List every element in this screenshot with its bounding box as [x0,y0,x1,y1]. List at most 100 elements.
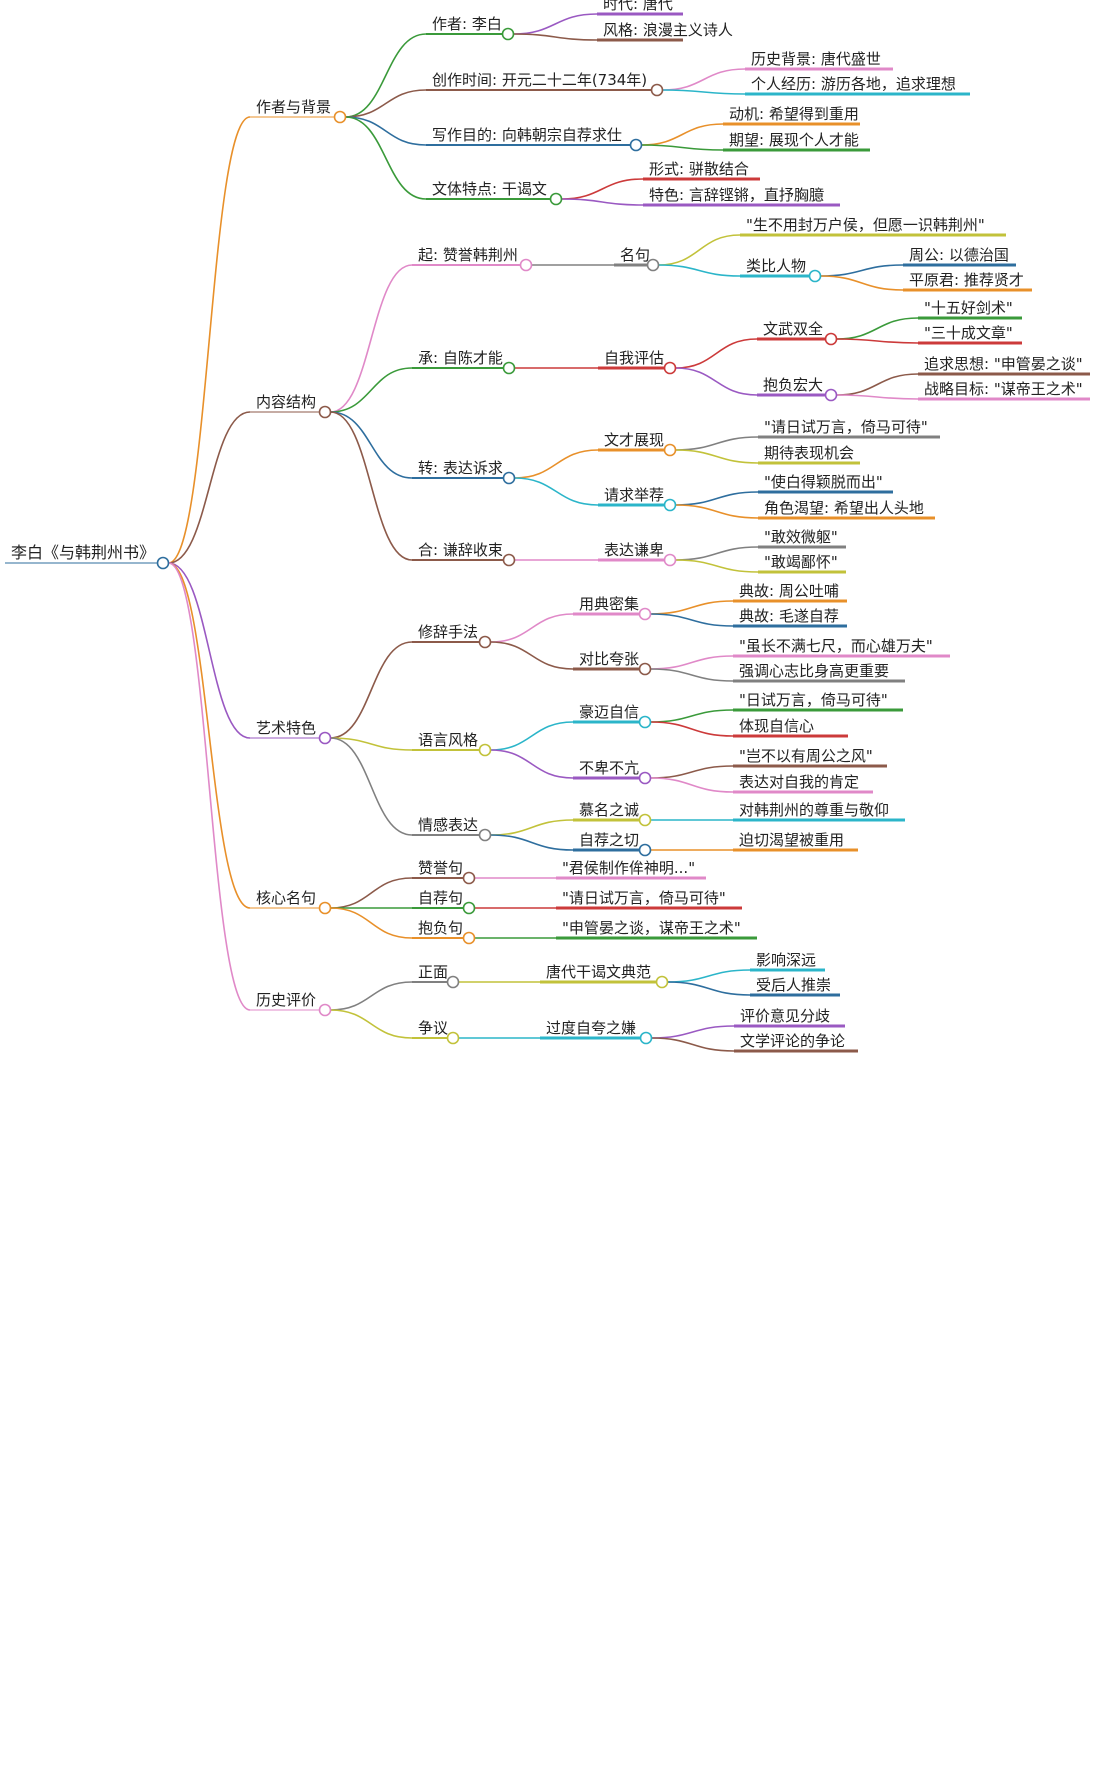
branch-2-2-1-1-2-label: "三十成文章" [924,324,1013,342]
branch-2-1-1-connector[interactable] [646,258,660,272]
branch-4-3-1-label: "申管晏之谈，谋帝王之术" [562,919,741,937]
branch-2-4-1-1-label: "敢效微躯" [764,528,838,546]
branch-2-4-connector[interactable] [502,553,516,567]
branch-2-2-1-2-2-label: 战略目标: "谋帝王之术" [924,380,1083,398]
branch-3-3-connector[interactable] [478,828,492,842]
branch-3-3-1-label: 慕名之诚 [579,801,639,819]
branch-1-connector[interactable] [333,110,347,124]
branch-1-4-2-label: 特色: 言辞铿锵，直抒胸臆 [649,186,824,204]
branch-4-3-connector[interactable] [462,931,476,945]
branch-1-4-connector[interactable] [549,192,563,206]
branch-5-1-1-1-edge [667,969,751,983]
branch-2-2-1-2-connector[interactable] [824,388,838,402]
branch-5-1-connector[interactable] [446,975,460,989]
branch-3-3-2-connector[interactable] [638,843,652,857]
branch-2-2-1-label: 自我评估 [604,349,664,367]
branch-2-3-2-connector[interactable] [663,498,677,512]
branch-2-3-1-connector[interactable] [663,443,677,457]
branch-1-3-1-label: 动机: 希望得到重用 [729,105,859,123]
branch-3-3-2-1-label: 迫切渴望被重用 [739,831,844,849]
branch-1-2-connector[interactable] [650,83,664,97]
branch-2-2-connector[interactable] [502,361,516,375]
branch-2-2-1-2-1-edge [836,373,919,396]
branch-3-1-2-connector[interactable] [638,662,652,676]
branch-1-1-2-label: 风格: 浪漫主义诗人 [603,21,733,39]
branch-1-1-1-edge [513,13,598,35]
branch-2-3-1-label: 文才展现 [604,431,664,449]
branch-2-3-1-1-label: "请日试万言，倚马可待" [764,418,928,436]
branch-1-3-edge [345,116,427,146]
branch-2-3-1-2-edge [675,449,759,464]
branch-2-4-1-2-label: "敢竭鄙怀" [764,553,838,571]
branch-2-1-1-2-label: 类比人物 [746,257,806,275]
branch-2-3-connector[interactable] [502,471,516,485]
branch-4-connector[interactable] [318,901,332,915]
branch-3-2-2-connector[interactable] [638,771,652,785]
branch-2-3-2-2-label: 角色渴望: 希望出人头地 [764,499,924,517]
branch-3-connector[interactable] [318,731,332,745]
branch-1-1-connector[interactable] [501,27,515,41]
branch-1-3-connector[interactable] [629,138,643,152]
branch-5-2-connector[interactable] [446,1031,460,1045]
branch-5-2-1-2-label: 文学评论的争论 [740,1032,845,1050]
branch-2-1-label: 起: 赞誉韩荆州 [418,246,518,264]
branch-2-4-1-connector[interactable] [663,553,677,567]
branch-5-connector[interactable] [318,1003,332,1017]
branch-2-1-1-2-connector[interactable] [808,269,822,283]
branch-3-3-1-connector[interactable] [638,813,652,827]
branch-3-1-2-2-label: 强调心志比身高更重要 [739,662,889,680]
branch-2-3-2-1-label: "使白得颖脱而出" [764,473,883,491]
branch-3-2-1-1-label: "日试万言，倚马可待" [739,691,888,709]
branch-2-1-1-2-edge [658,264,741,277]
branch-3-1-1-connector[interactable] [638,607,652,621]
branch-5-2-1-1-edge [651,1025,735,1039]
branch-5-2-label: 争议 [418,1019,448,1037]
branch-2-1-1-2-1-edge [820,264,904,277]
branch-4-2-connector[interactable] [462,901,476,915]
branch-3-2-2-1-edge [650,765,734,779]
branch-5-2-1-connector[interactable] [639,1031,653,1045]
branch-1-3-1-edge [641,123,724,146]
branch-3-1-2-1-edge [650,655,734,670]
branch-4-1-connector[interactable] [462,871,476,885]
branch-2-2-1-1-2-edge [836,338,919,344]
branch-3-1-connector[interactable] [478,635,492,649]
branch-2-2-label: 承: 自陈才能 [418,349,503,367]
branch-2-1-connector[interactable] [519,258,533,272]
branch-3-1-1-1-label: 典故: 周公吐哺 [739,582,839,600]
branch-3-2-1-label: 豪迈自信 [579,703,639,721]
branch-2-2-edge [330,367,413,413]
branch-2-2-1-1-connector[interactable] [824,332,838,346]
branch-4-3-label: 抱负句 [418,919,463,937]
branch-3-3-2-edge [490,834,574,851]
branch-1-4-label: 文体特点: 干谒文 [432,180,547,198]
branch-3-2-connector[interactable] [478,743,492,757]
branch-4-1-label: 赞誉句 [418,859,463,877]
branch-2-edge [168,411,251,564]
branch-1-1-1-label: 时代: 唐代 [603,0,673,13]
branch-1-3-2-edge [641,144,724,151]
branch-1-3-2-label: 期望: 展现个人才能 [729,131,859,149]
branch-2-4-1-2-edge [675,559,759,573]
branch-3-2-1-2-label: 体现自信心 [739,717,814,735]
branch-2-3-label: 转: 表达诉求 [418,459,503,477]
branch-2-2-1-connector[interactable] [663,361,677,375]
branch-2-1-1-2-2-label: 平原君: 推荐贤才 [909,271,1024,289]
branch-5-2-1-label: 过度自夸之嫌 [546,1019,636,1037]
root-node-connector[interactable] [156,556,170,570]
root-node-label: 李白《与韩荆州书》 [11,543,155,562]
branch-1-2-1-label: 历史背景: 唐代盛世 [751,50,881,68]
branch-2-connector[interactable] [318,405,332,419]
branch-4-edge [168,562,251,909]
branch-5-1-1-connector[interactable] [655,975,669,989]
branch-3-3-2-label: 自荐之切 [579,831,639,849]
branch-1-4-edge [345,116,427,200]
branch-1-2-2-edge [662,89,746,95]
branch-2-3-2-1-edge [675,491,759,506]
branch-2-3-1-edge [514,449,599,479]
branch-1-2-edge [345,89,427,118]
branch-3-2-1-connector[interactable] [638,715,652,729]
branch-1-2-label: 创作时间: 开元二十二年(734年) [432,71,647,89]
branch-2-1-1-label: 名句 [620,246,650,264]
